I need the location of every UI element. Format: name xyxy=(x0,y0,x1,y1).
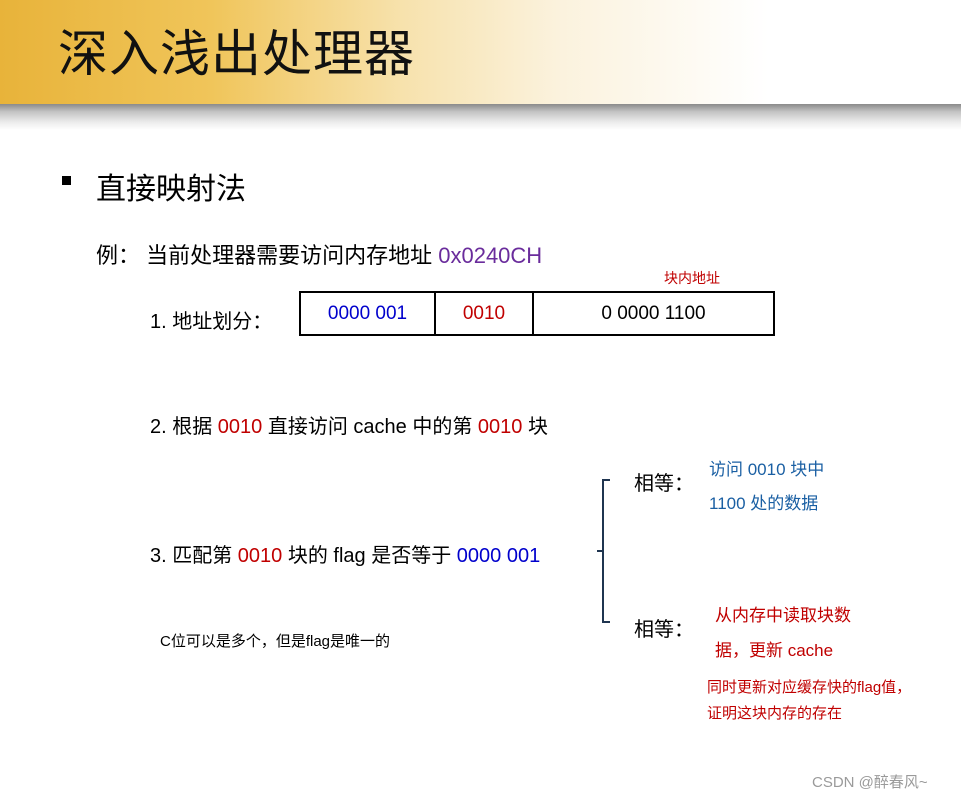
banner-shadow xyxy=(0,104,961,130)
section-heading: 直接映射法 xyxy=(96,173,246,206)
watermark: CSDN @醉春风~ xyxy=(812,774,928,791)
flag-note: C位可以是多个，但是flag是唯一的 xyxy=(160,633,391,650)
step2-block-value: 0010 xyxy=(477,416,523,438)
update-note-line1: 同时更新对应缓存快的flag值， xyxy=(707,679,912,696)
offset-field: 0 0000 1100 xyxy=(601,302,706,324)
title-banner xyxy=(0,0,961,104)
step2-text-1: 2. 根据 xyxy=(150,416,218,438)
bullet-icon xyxy=(62,176,71,185)
branch-brace xyxy=(597,479,610,623)
step2-line: 2. 根据 0010 直接访问 cache 中的第 0010 块 xyxy=(150,410,548,439)
step3-block-value: 0010 xyxy=(237,545,283,567)
tag-field: 0000 001 xyxy=(301,293,436,334)
step3-text-1: 3. 匹配第 xyxy=(150,545,238,567)
step3-line: 3. 匹配第 0010 块的 flag 是否等于 0000 001 xyxy=(150,539,540,568)
example-prefix: 例： 当前处理器需要访问内存地址 xyxy=(96,243,439,268)
block-address-label: 块内地址 xyxy=(664,270,720,286)
branch-equal-line2: 1100 处的数据 xyxy=(709,494,819,513)
page-title: 深入浅出处理器 xyxy=(58,26,415,82)
address-partition-table: 0000 001 0010 0 0000 1100 xyxy=(299,291,775,336)
branch-not-equal-label: 相等： xyxy=(634,619,694,641)
example-address: 0x0240CH xyxy=(438,243,543,268)
update-note-line2: 证明这块内存的存在 xyxy=(707,705,843,722)
branch-not-equal-line2: 据，更新 cache xyxy=(715,641,834,660)
step1-label: 1. 地址划分： xyxy=(150,311,273,333)
example-line: 例： 当前处理器需要访问内存地址 0x0240CH xyxy=(96,238,542,270)
step2-index-value: 0010 xyxy=(217,416,263,438)
step3-text-2: 块的 flag 是否等于 xyxy=(282,545,457,567)
step3-tag-value: 0000 001 xyxy=(456,545,541,567)
branch-equal-label: 相等： xyxy=(634,473,694,495)
branch-not-equal-line1: 从内存中读取块数 xyxy=(715,606,851,625)
branch-equal-line1: 访问 0010 块中 xyxy=(709,460,825,479)
step2-text-2: 直接访问 cache 中的第 xyxy=(262,416,478,438)
index-field: 0010 xyxy=(436,293,534,334)
step2-text-3: 块 xyxy=(522,416,548,438)
